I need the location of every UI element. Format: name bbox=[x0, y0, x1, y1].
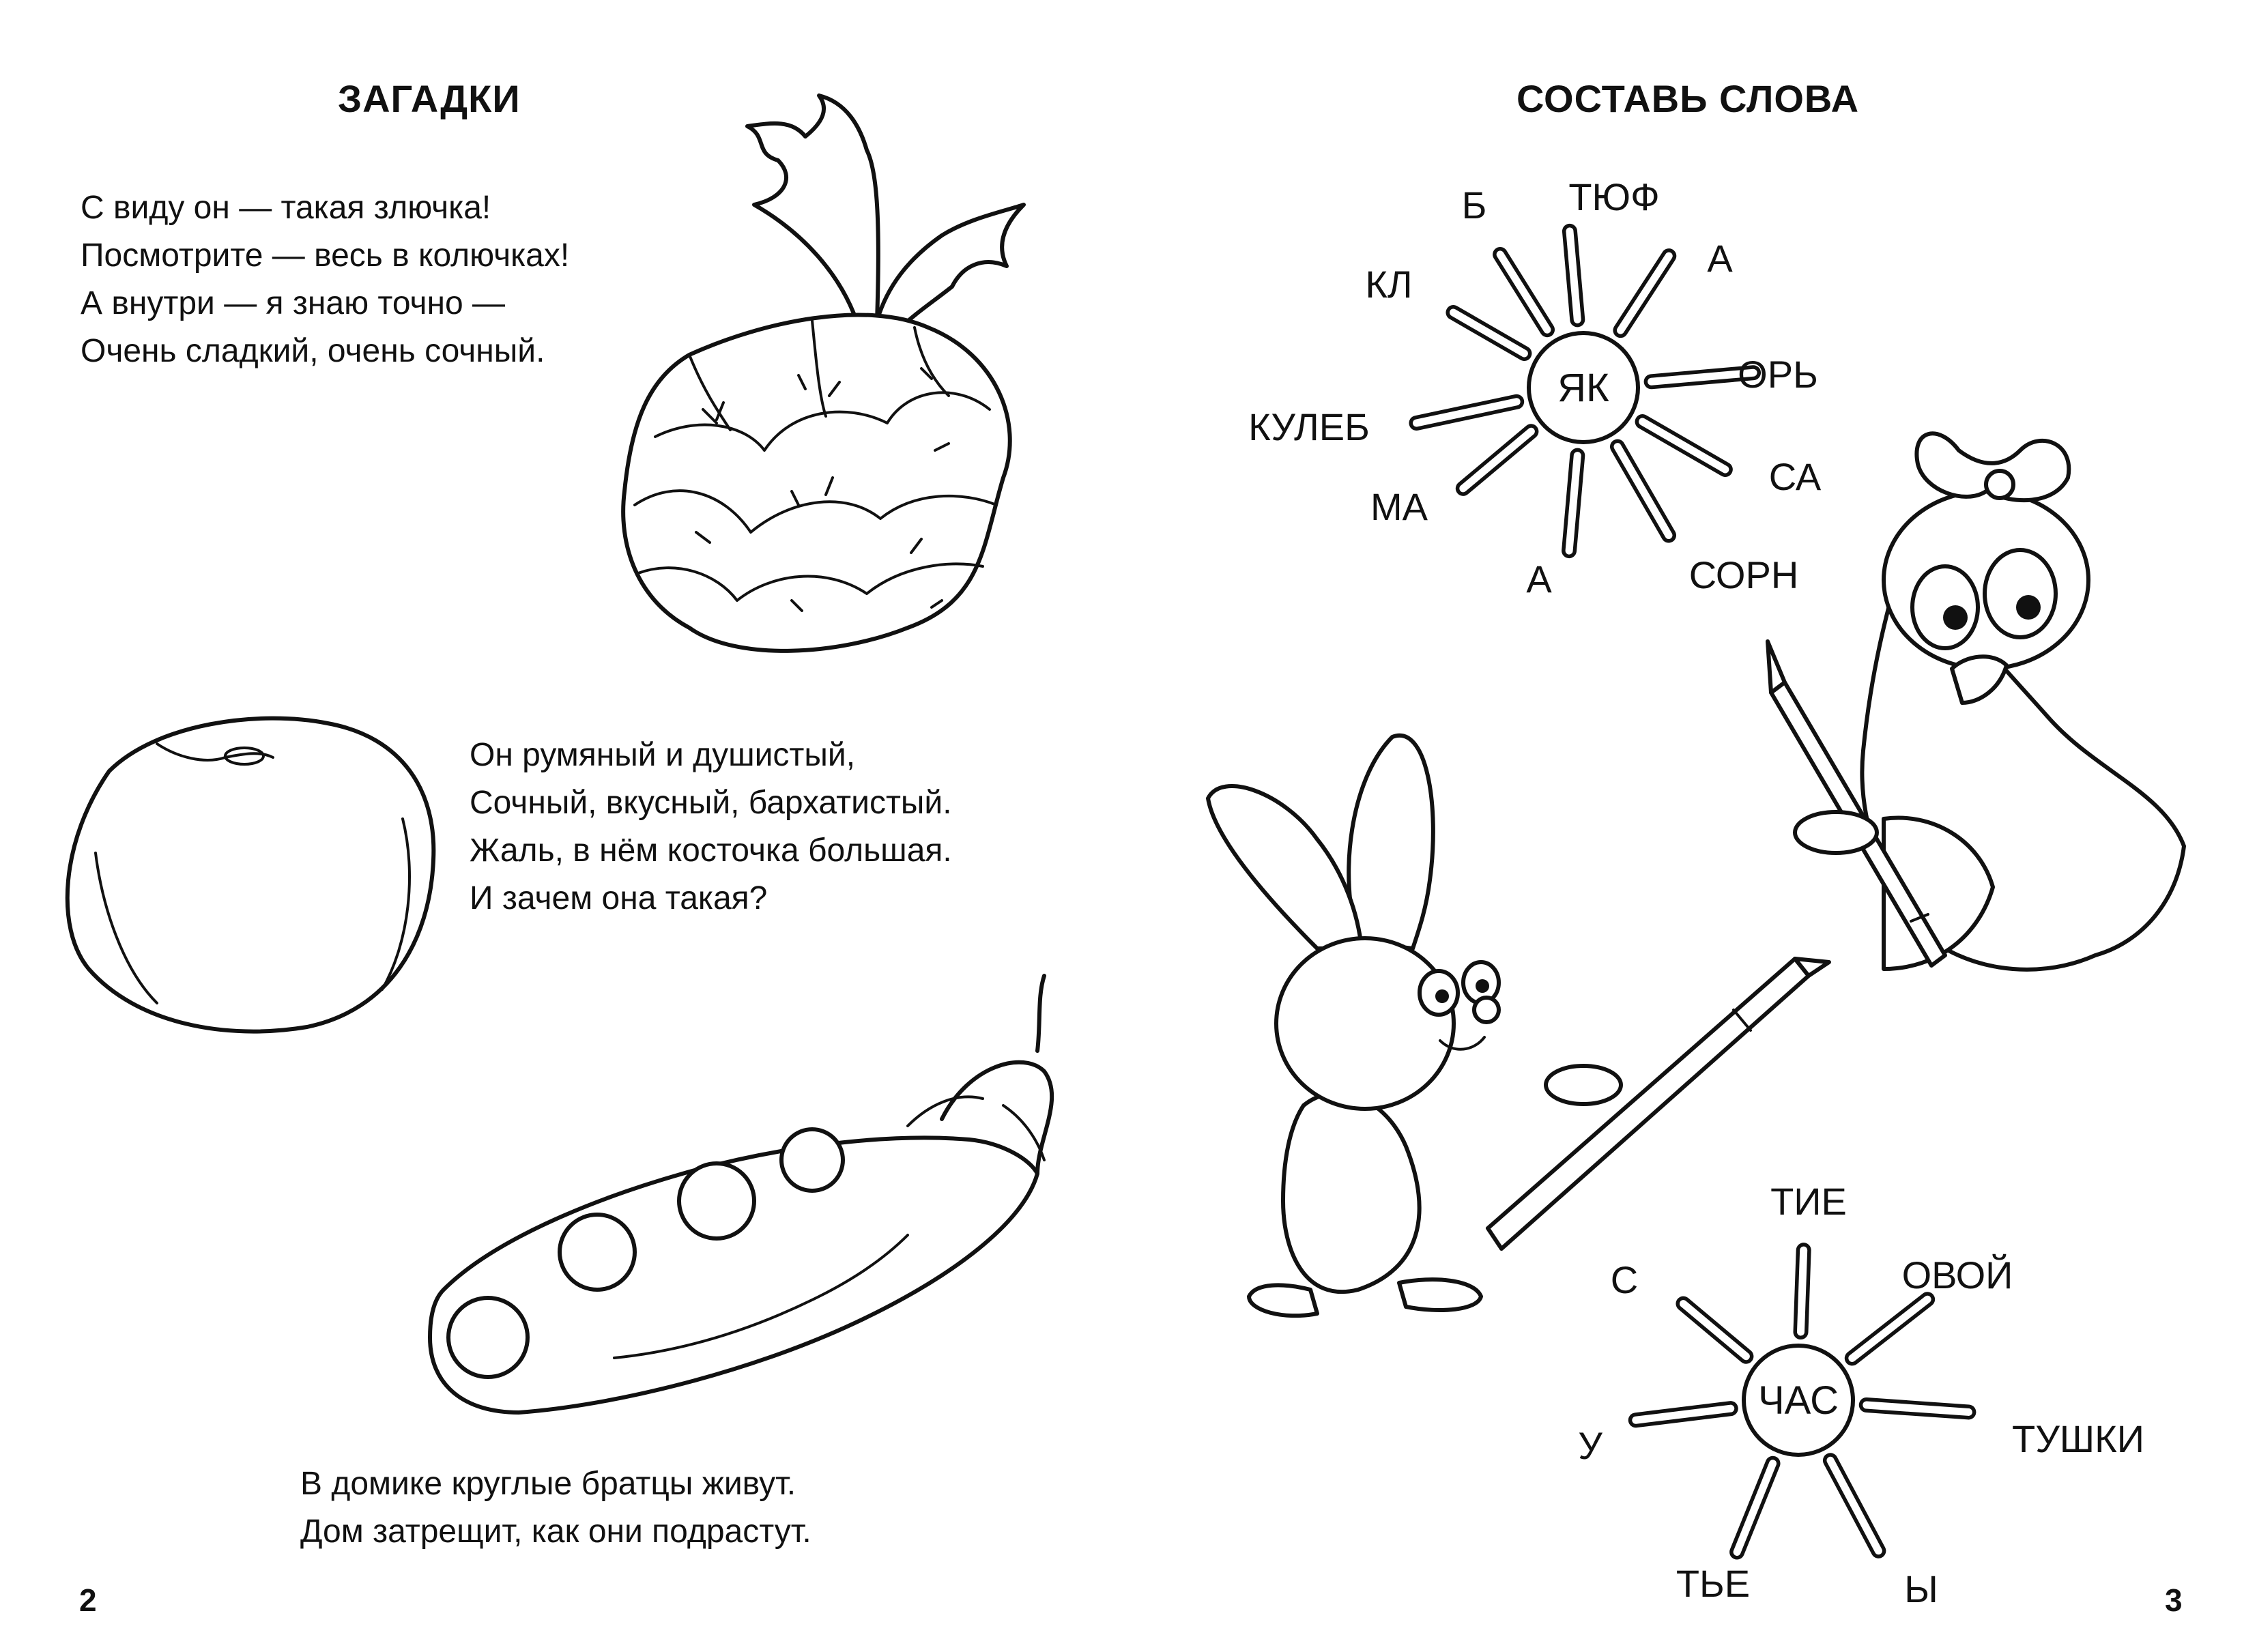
riddle-line: А внутри — я знаю точно — bbox=[81, 285, 506, 321]
sun-center-circle bbox=[1742, 1344, 1855, 1457]
sun-ray-syllable: Ы bbox=[1904, 1567, 1938, 1610]
sun-ray-syllable: ТУШКИ bbox=[2012, 1417, 2144, 1460]
sun-ray-syllable: ТЬЕ bbox=[1676, 1562, 1750, 1605]
sun-center-syllable: ЯК bbox=[1557, 366, 1609, 410]
sun-ray-fill bbox=[1616, 252, 1673, 334]
sun-ray-fill bbox=[1459, 427, 1535, 493]
owl-pencil bbox=[1766, 639, 1947, 968]
riddle-pineapple: С виду он — такая злючка! Посмотрите — в… bbox=[81, 184, 569, 375]
sun-ray-syllable: А bbox=[1707, 237, 1733, 280]
left-page-title: ЗАГАДКИ bbox=[338, 77, 521, 120]
sun-center-syllable: ЧАС bbox=[1758, 1378, 1839, 1423]
sun-ray-fill bbox=[1613, 443, 1673, 540]
word-sun-yak: ЯК Б ТЮФ А КЛ ОРЬ КУЛЕБ СА МА А СОРН bbox=[1248, 175, 1822, 600]
sun-ray-syllable: У bbox=[1578, 1424, 1602, 1467]
bunny-pencil bbox=[1486, 957, 1831, 1251]
sun-ray-syllable: ТЮФ bbox=[1568, 175, 1659, 218]
sun-ray-syllable: С bbox=[1611, 1258, 1638, 1301]
sun-ray-syllable: СОРН bbox=[1689, 553, 1799, 596]
riddle-line: В домике круглые братцы живут. bbox=[300, 1466, 796, 1502]
word-sun-chas: ЧАС ТИЕ С ОВОЙ У ТУШКИ ТЬЕ Ы bbox=[1578, 1180, 2144, 1610]
bunny-illustration bbox=[1206, 733, 1501, 1318]
riddle-peach: Он румяный и душистый, Сочный, вкусный, … bbox=[470, 731, 952, 923]
riddle-line: Очень сладкий, очень сочный. bbox=[81, 333, 545, 369]
sun-ray-fill bbox=[1679, 1300, 1750, 1361]
riddle-line: Дом затрещит, как они подрастут. bbox=[300, 1513, 811, 1550]
sun-ray-fill bbox=[1826, 1456, 1882, 1555]
sun-ray-fill bbox=[1639, 418, 1729, 474]
sun-ray-syllable: Б bbox=[1462, 184, 1487, 227]
sun-ray-fill bbox=[1863, 1401, 1972, 1416]
sun-center-circle bbox=[1527, 331, 1640, 444]
sun-ray-fill bbox=[1733, 1460, 1777, 1556]
pineapple-illustration bbox=[621, 93, 1026, 653]
owl-illustration bbox=[1860, 431, 2186, 972]
riddle-line: Сочный, вкусный, бархатистый. bbox=[470, 785, 952, 821]
sun-ray-syllable: ОВОЙ bbox=[1902, 1254, 2013, 1296]
riddle-line: И зачем она такая? bbox=[470, 880, 768, 916]
sun-ray-syllable: КУЛЕБ bbox=[1248, 405, 1370, 448]
sun-ray-fill bbox=[1412, 398, 1521, 427]
sun-ray-syllable: А bbox=[1526, 557, 1552, 600]
sun-ray-syllable: ОРЬ bbox=[1738, 353, 1818, 396]
sun-ray-fill bbox=[1848, 1295, 1931, 1362]
right-page-title: СОСТАВЬ СЛОВА bbox=[1516, 77, 1860, 120]
riddle-line: Он румяный и душистый, bbox=[470, 737, 856, 773]
sun-ray-fill bbox=[1566, 227, 1581, 323]
page-number-left: 2 bbox=[79, 1582, 97, 1618]
riddle-line: Жаль, в нём косточка большая. bbox=[470, 832, 952, 869]
sun-ray-syllable: ТИЕ bbox=[1770, 1180, 1847, 1223]
sun-ray-fill bbox=[1449, 308, 1528, 358]
page-number-right: 3 bbox=[2165, 1582, 2183, 1618]
pea-pod-illustration bbox=[428, 974, 1054, 1415]
riddle-line: С виду он — такая злючка! bbox=[81, 190, 491, 226]
sun-ray-fill bbox=[1496, 250, 1551, 334]
riddle-peas: В домике круглые братцы живут. Дом затре… bbox=[300, 1460, 811, 1556]
sun-ray-fill bbox=[1648, 368, 1757, 386]
sun-ray-fill bbox=[1632, 1404, 1735, 1424]
sun-ray-syllable: КЛ bbox=[1365, 263, 1412, 306]
sun-ray-syllable: МА bbox=[1370, 485, 1428, 528]
peach-illustration bbox=[65, 716, 436, 1034]
sun-ray-fill bbox=[1565, 452, 1581, 555]
sun-ray-fill bbox=[1796, 1246, 1808, 1336]
riddle-line: Посмотрите — весь в колючках! bbox=[81, 237, 570, 274]
sun-ray-syllable: СА bbox=[1769, 455, 1822, 498]
